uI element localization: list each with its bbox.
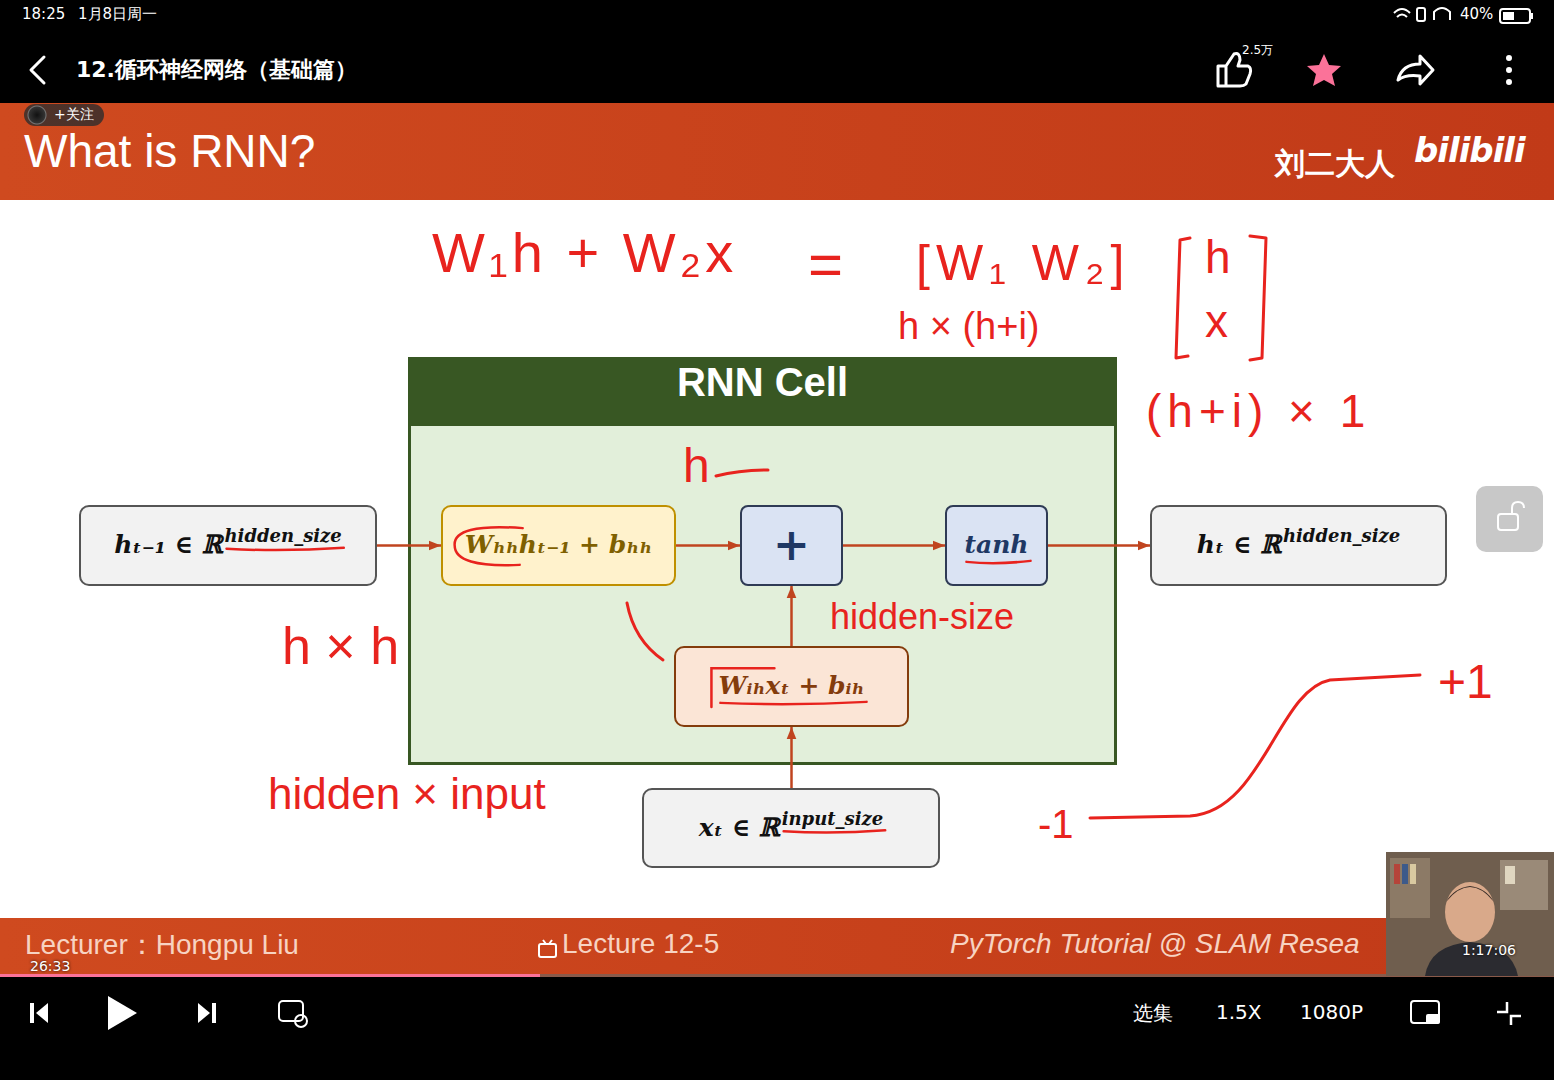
quality-button: 1080P	[1300, 1000, 1363, 1024]
superscript-text: input_size	[782, 809, 884, 830]
annotation-underline	[966, 561, 1030, 563]
flow-arrow	[843, 544, 945, 547]
handwritten-vector-entry: x	[1205, 296, 1228, 347]
node-text: Wₕₕhₜ₋₁ + bₕₕ	[465, 531, 653, 560]
episodes-button: 选集	[1133, 1000, 1173, 1027]
input-state-box: hₜ₋₁ ∈ ℝhidden_size	[79, 505, 377, 586]
uploader-watermark: 刘二大人	[1275, 144, 1395, 185]
node-text: hₜ₋₁ ∈ ℝ	[114, 531, 222, 560]
input-vector-box: xₜ ∈ ℝinput_size	[642, 788, 940, 868]
superscript-text: hidden_size	[1283, 526, 1400, 547]
handwritten-axis-value: -1	[1038, 802, 1074, 846]
node-text: Wᵢₕxₜ + bᵢₕ	[718, 672, 864, 701]
annotation-box	[711, 668, 774, 707]
slide-title: What is RNN?	[24, 126, 315, 177]
output-state-box: hₜ ∈ ℝhidden_size	[1150, 505, 1447, 586]
node-content: Wᵢₕxₜ + bᵢₕ	[718, 672, 864, 701]
playback-position: 26:33	[30, 958, 70, 974]
handwritten-shape: h × (h+i)	[898, 306, 1040, 348]
battery-level: 40%	[1460, 5, 1493, 23]
handwritten-shape: h × h	[282, 618, 399, 675]
status-time: 18:25	[22, 5, 65, 23]
node-content: tanh	[964, 531, 1028, 560]
annotation-underline	[784, 830, 886, 832]
speed-button: 1.5X	[1216, 1000, 1262, 1024]
status-date: 1月8日周一	[78, 5, 157, 24]
app-bar-icons	[31, 54, 1511, 86]
node-content: hₜ ∈ ℝhidden_size	[1197, 531, 1400, 560]
node-content: hₜ₋₁ ∈ ℝhidden_size	[114, 531, 342, 560]
handwritten-strokes	[627, 236, 1420, 818]
node-text: xₜ ∈ ℝ	[699, 814, 780, 843]
annotation-underline	[227, 548, 344, 550]
video-title: 12.循环神经网络（基础篇）	[76, 55, 357, 85]
flow-arrow	[377, 544, 441, 547]
lecture-number: Lecture 12-5	[562, 928, 719, 960]
handwritten-shape: (h+i) × 1	[1146, 386, 1371, 437]
annotation-circle	[455, 527, 523, 565]
tanh-activation: tanh	[945, 505, 1048, 586]
handwritten-note: h	[683, 440, 710, 493]
handwritten-axis-value: +1	[1438, 656, 1493, 709]
flow-arrow	[676, 544, 740, 547]
player-controls	[30, 996, 1521, 1030]
favorite-star	[1307, 54, 1341, 86]
video-duration: 1:17:06	[1462, 942, 1516, 958]
follow-button: +关注	[24, 104, 104, 126]
input-linear-box: Wᵢₕxₜ + bᵢₕ	[674, 646, 909, 727]
node-text: tanh	[964, 531, 1028, 560]
hidden-linear-box: Wₕₕhₜ₋₁ + bₕₕ	[441, 505, 676, 586]
node-content: +	[773, 520, 810, 571]
flow-arrow	[790, 727, 793, 788]
like-count: 2.5万	[1242, 42, 1273, 59]
annotation-underline	[720, 702, 866, 704]
flow-arrow	[1048, 544, 1150, 547]
sum-operator: +	[740, 505, 843, 586]
handwritten-matrix: [W₁ W₂]	[916, 236, 1130, 291]
lecture-icon	[539, 940, 556, 957]
handwritten-note: hidden-size	[830, 597, 1014, 637]
handwritten-equation: W₁h + W₂x	[432, 222, 737, 284]
lock-button	[1476, 486, 1543, 552]
node-text: +	[773, 520, 810, 571]
flow-arrow	[790, 586, 793, 646]
cell-heading: RNN Cell	[411, 360, 1114, 426]
node-content: Wₕₕhₜ₋₁ + bₕₕ	[465, 531, 653, 560]
tutorial-credit: PyTorch Tutorial @ SLAM Resea	[950, 928, 1360, 960]
node-content: xₜ ∈ ℝinput_size	[699, 814, 883, 843]
handwritten-shape: hidden × input	[268, 770, 546, 818]
node-text: hₜ ∈ ℝ	[1197, 531, 1281, 560]
progress-bar	[0, 974, 1554, 977]
webcam-picture	[1386, 852, 1554, 976]
handwritten-vector-entry: h	[1205, 232, 1231, 283]
handwritten-equals: =	[808, 232, 843, 298]
superscript-text: hidden_size	[225, 526, 342, 547]
site-watermark: bilibili	[1414, 130, 1525, 170]
